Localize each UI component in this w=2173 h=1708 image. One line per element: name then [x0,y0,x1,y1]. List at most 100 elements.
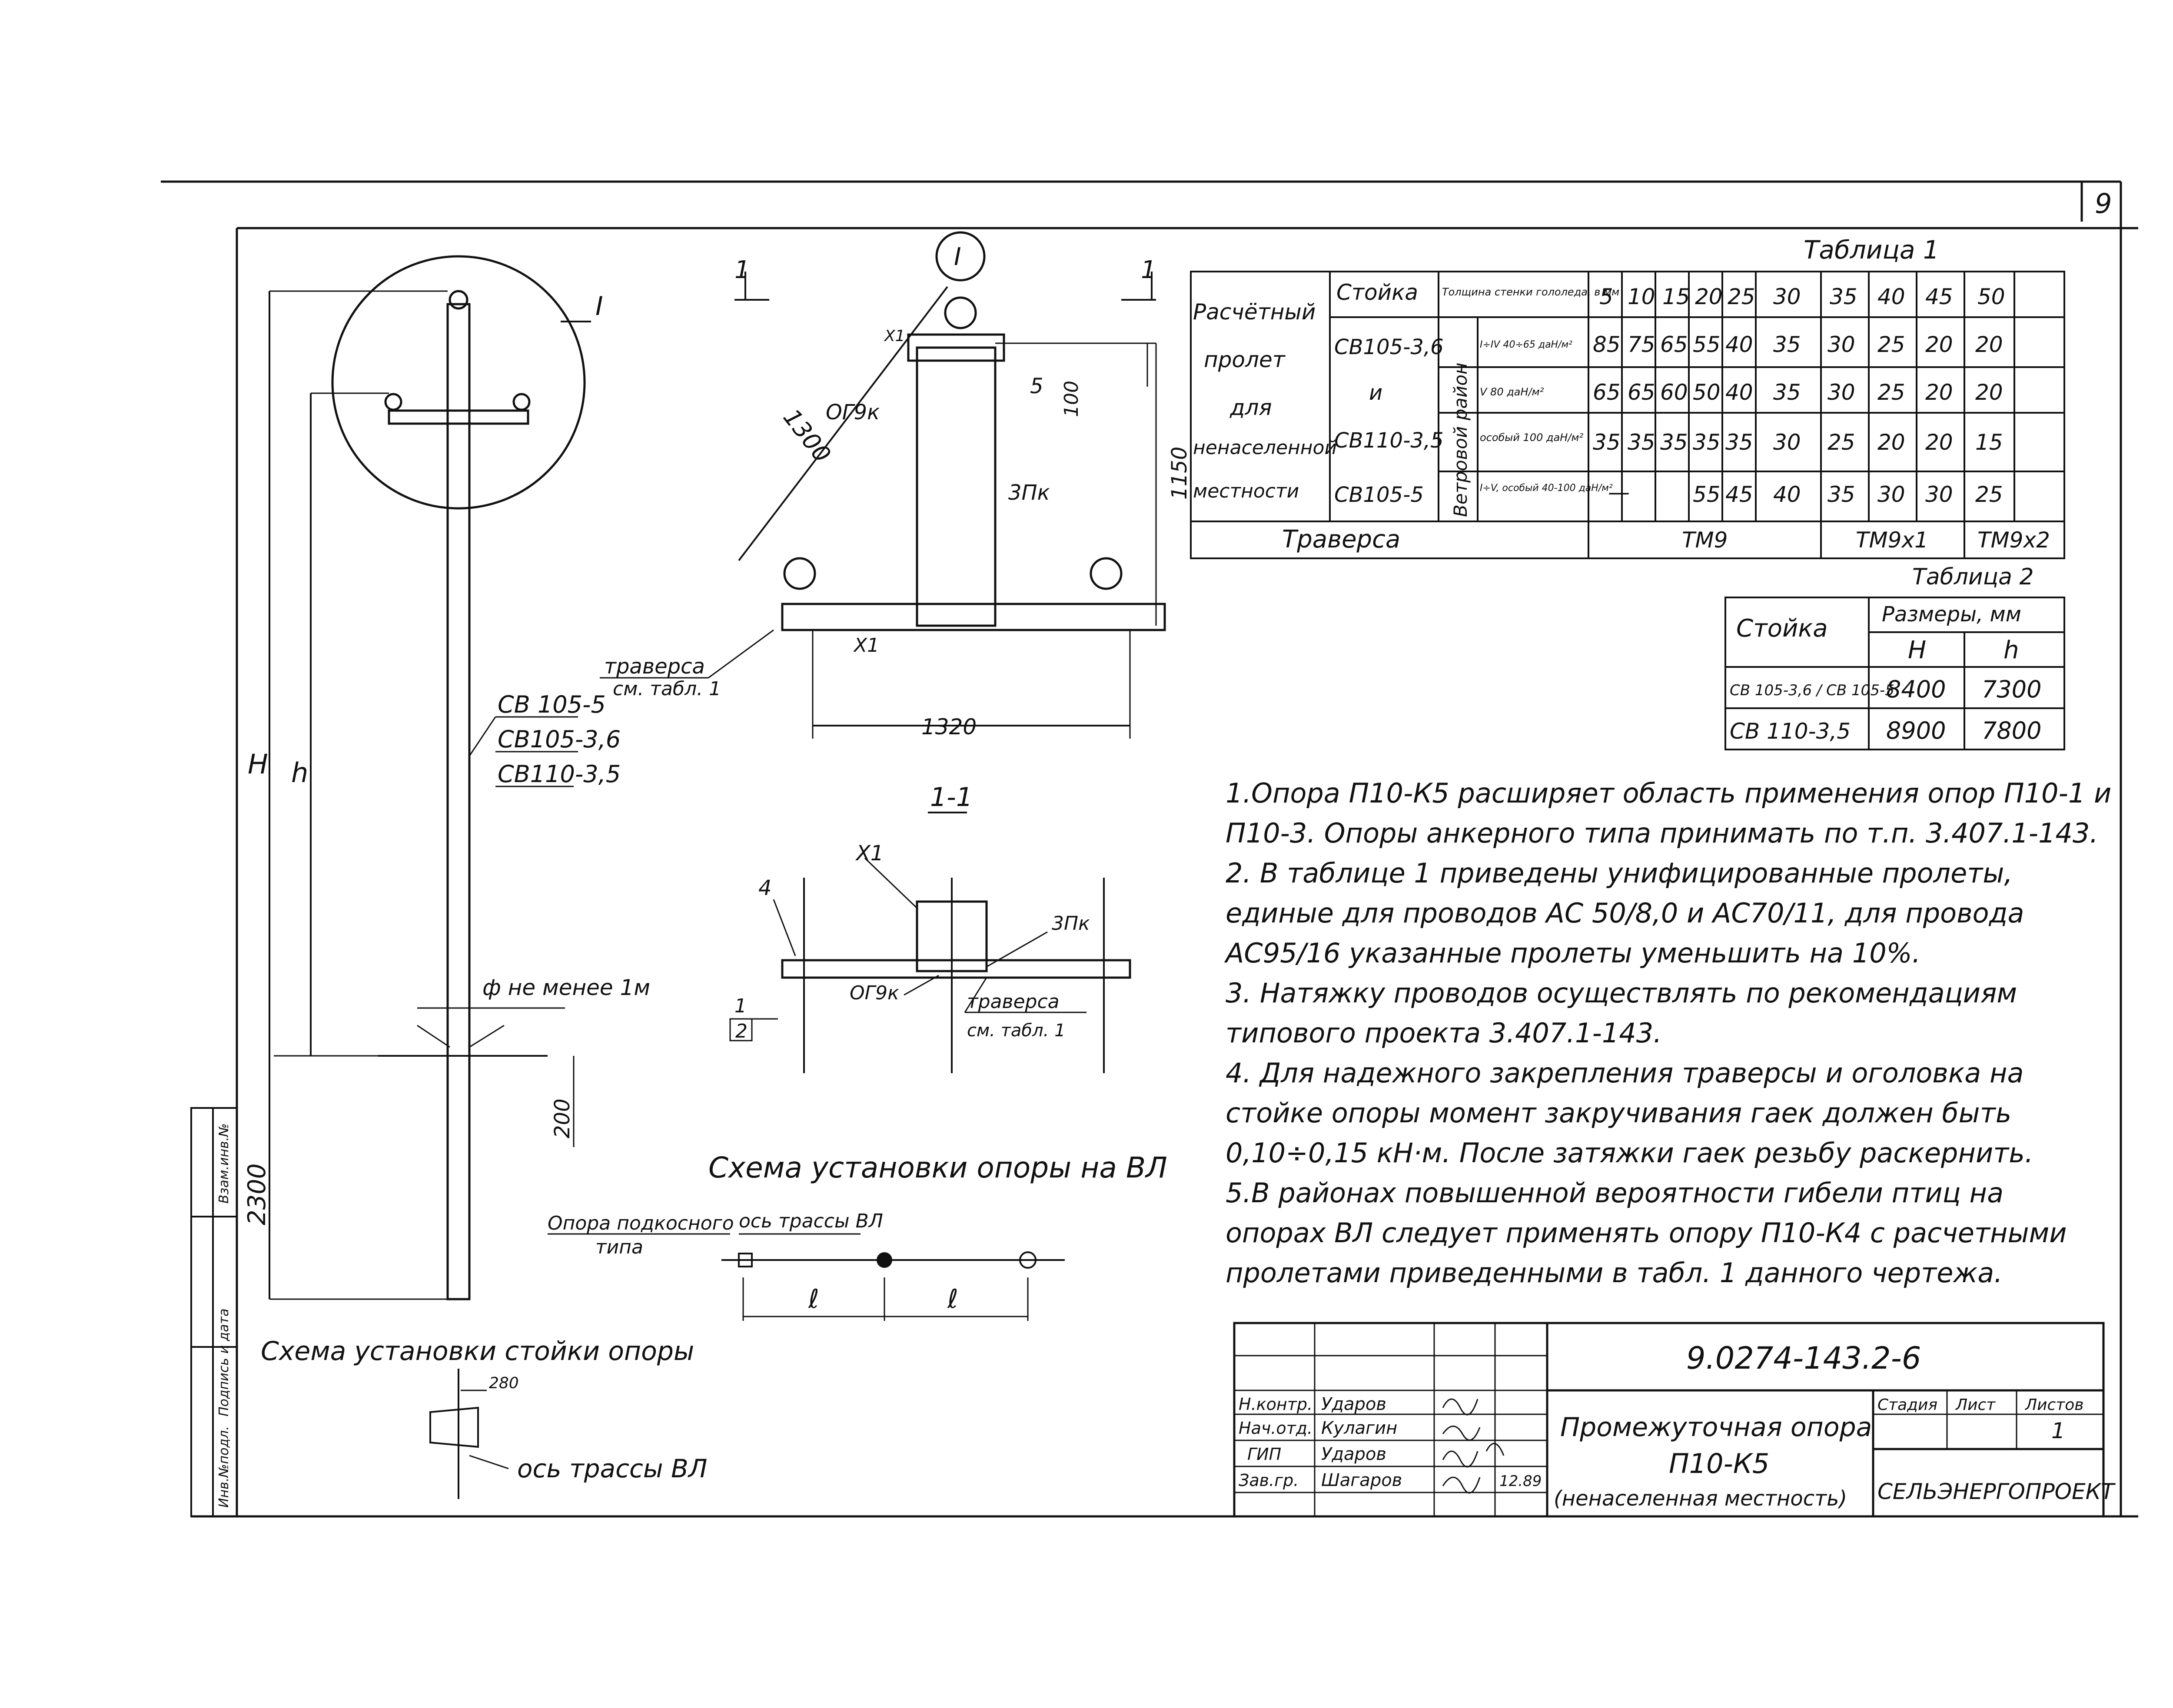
span-left: ℓ [808,1284,819,1314]
signer-3-date: 12.89 [1499,1473,1542,1490]
t1-r1-v9: 20 [1975,380,2003,405]
signer-0-name: Ударов [1321,1394,1386,1414]
signer-2-name: Ударов [1321,1444,1386,1464]
t1-r0-v3: 55 [1693,332,1721,357]
t1-r1-v8: 20 [1925,380,1953,405]
mark-4-section: 4 [758,876,772,900]
detail-circle [331,255,586,510]
t1-ice-8: 45 [1925,284,1953,309]
t1-r1-v6: 30 [1827,380,1855,405]
t1-r0-v0: 85 [1593,332,1621,357]
mark-x1-top: Х1 [884,327,905,345]
lists-label: Листов [2024,1396,2083,1414]
dim-2300-label: 2300 [243,1163,271,1225]
t1-rowhead-3: ненаселенной [1193,437,1337,459]
t1-r0-v7: 25 [1877,332,1905,357]
t1-r3-v3: 55 [1693,482,1721,507]
stamp-inv: Инв.№подл. [216,1426,232,1508]
t2-col-h: h [2004,636,2019,664]
sheet-number: 9 [2095,188,2112,219]
mark-2-section: 2 [735,1020,748,1042]
mark-x1-section: Х1 [855,841,884,866]
t1-r1-v1: 65 [1628,380,1655,405]
t1-r0-v2: 65 [1660,332,1688,357]
t1-ice-0: 5 [1599,284,1613,309]
t2-col-H: H [1908,636,1926,664]
t1-col-ice: Толщина стенки гололеда, в мм [1442,286,1619,298]
t1-ice-4: 25 [1728,284,1755,309]
t2-col-post: Стойка [1736,614,1828,643]
t1-ice-7: 40 [1877,284,1905,309]
t2-r1-H: 8900 [1886,717,1946,744]
t1-r3-v9: 25 [1975,482,2003,507]
t1-r0-wind: I÷IV 40÷65 даН/м² [1480,339,1572,350]
note-4: 4. Для надежного закрепления траверсы и … [1226,1057,2033,1169]
t1-r1-post: и [1369,381,1382,405]
t1-r1-v7: 25 [1877,380,1905,405]
signer-0-role: Н.контр. [1239,1395,1312,1414]
lists-value: 1 [2051,1418,2065,1443]
list-label: Лист [1955,1396,1996,1414]
t1-r2-v9: 15 [1975,430,2003,455]
traverse-label-line1: траверса [604,654,705,679]
stamp-sign: Подпись и дата [216,1309,232,1417]
t1-r0-v6: 30 [1827,332,1855,357]
t1-ice-1: 10 [1628,284,1655,309]
scheme-vl-label-2: типа [595,1236,643,1258]
t1-rowhead-2: для [1229,395,1272,420]
t1-traverse-2: ТМ9х2 [1977,527,2050,553]
t1-ice-9: 50 [1977,284,2005,309]
mark-3pk-section: 3Пк [1052,912,1090,935]
t1-r3-v4: 45 [1725,482,1753,507]
note-3: 3. Натяжку проводов осуществлять по реко… [1226,977,2017,1049]
pole-label-1: СВ 105-5 [498,691,606,718]
signer-3-name: Шагаров [1321,1470,1402,1490]
t1-traverse-0: ТМ9 [1682,527,1728,553]
scheme-post-dim: 280 [489,1374,519,1392]
t2-r1-h: 7800 [1982,717,2041,744]
scheme-vl-title: Схема установки опоры на ВЛ [708,1151,1167,1184]
dim-h-label: h [291,757,308,789]
t2-r0-h: 7300 [1982,676,2041,703]
crossarm [388,409,529,425]
t1-r0-v9: 20 [1975,332,2003,357]
t1-r0-v5: 35 [1773,332,1801,357]
t1-r2-v5: 30 [1773,430,1801,455]
stage-label: Стадия [1877,1396,1937,1414]
signer-1-name: Кулагин [1321,1418,1397,1438]
mark-og9k-section: ОГ9к [850,982,899,1004]
t1-r1-v2: 60 [1660,380,1688,405]
drawing-title-3: (ненаселенная местность) [1554,1486,1847,1511]
callout-I-left: I [595,291,603,322]
t1-rowhead-0: Расчётный [1193,299,1316,325]
signer-1-role: Нач.отд. [1239,1419,1312,1438]
dim-1150: 1150 [1167,447,1192,500]
scheme-post-axis: ось трассы ВЛ [517,1454,708,1483]
section-traverse-1: траверса [967,991,1060,1013]
section-mark-left: 1 [734,256,750,284]
callout-I-head: I [954,243,961,271]
t1-r1-wind: V 80 даН/м² [1480,386,1544,398]
mark-3pk-head: 3Пк [1008,481,1050,505]
t1-r2-v1: 35 [1628,430,1655,455]
section-mark-right: 1 [1141,256,1156,284]
t1-r2-wind: особый 100 даН/м² [1480,431,1584,444]
t1-r3-dash: — [1608,480,1630,505]
t1-r2-v8: 20 [1925,430,1953,455]
t1-r0-v1: 75 [1628,332,1655,357]
t1-r3-wind: I÷V, особый 40-100 даН/м² [1480,483,1613,494]
t1-r1-v4: 40 [1725,380,1753,405]
section-1-1 [729,812,1131,1073]
t1-r1-v3: 50 [1693,380,1721,405]
dim-1320: 1320 [921,714,977,740]
drawing-title-1: Промежуточная опора [1560,1412,1872,1443]
t1-r3-v5: 40 [1773,482,1801,507]
note-5: 5.В районах повышенной вероятности гибел… [1226,1177,2067,1289]
t1-r2-post: СВ110-3,5 [1334,428,1444,453]
t1-ice-3: 20 [1695,284,1723,309]
t1-ice-6: 35 [1830,284,1857,309]
t1-r0-post: СВ105-3,6 [1334,335,1444,359]
pole-shaft [446,303,471,1300]
table2-grid [1724,597,2065,750]
